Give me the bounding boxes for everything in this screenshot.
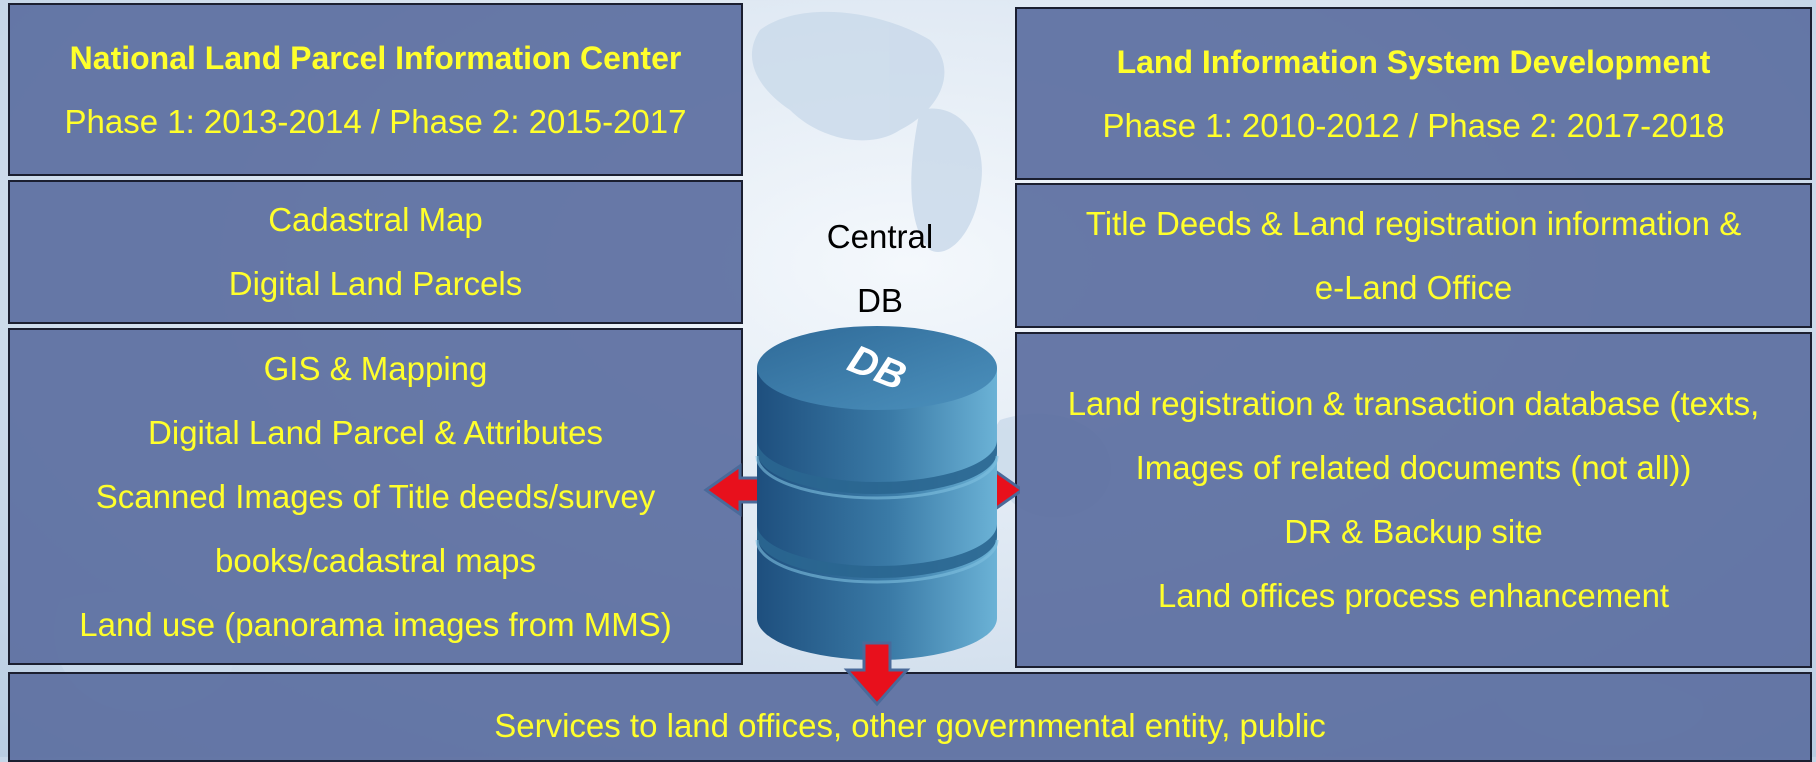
lis-data-box: Title Deeds & Land registration informat… — [1015, 183, 1812, 328]
nlpic-function-line: books/cadastral maps — [215, 541, 536, 579]
nlpic-function-line: Scanned Images of Title deeds/survey — [95, 477, 656, 515]
lis-data-line: e-Land Office — [1314, 268, 1513, 306]
lis-title: Land Information System Development — [1116, 43, 1711, 80]
database-icon: DB — [703, 326, 1020, 707]
lis-function-line: DR & Backup site — [1284, 513, 1543, 550]
nlpic-title: National Land Parcel Information Center — [69, 39, 682, 76]
left-arrow-icon — [703, 463, 762, 517]
nlpic-data-line: Cadastral Map — [268, 201, 483, 238]
nlpic-data-line: Digital Land Parcels — [228, 265, 523, 302]
lis-function-line: Images of related documents (not all)) — [1135, 449, 1692, 486]
down-arrow-icon — [843, 641, 911, 707]
lis-function-line: Land offices process enhancement — [1157, 577, 1670, 614]
lis-data-line: Title Deeds & Land registration informat… — [1085, 204, 1742, 242]
central-db-label: Central — [826, 218, 934, 255]
central-db-label-2: DB — [857, 282, 903, 319]
nlpic-function-line: GIS & Mapping — [263, 349, 488, 387]
nlpic-phases: Phase 1: 2013-2014 / Phase 2: 2015-2017 — [64, 102, 687, 140]
nlpic-header-box: National Land Parcel Information Center … — [8, 3, 743, 176]
nlpic-function-line: Digital Land Parcel & Attributes — [148, 413, 603, 451]
lis-phases: Phase 1: 2010-2012 / Phase 2: 2017-2018 — [1102, 106, 1725, 144]
nlpic-functions-box: GIS & Mapping Digital Land Parcel & Attr… — [8, 328, 743, 665]
lis-header-box: Land Information System Development Phas… — [1015, 7, 1812, 180]
services-box: Services to land offices, other governme… — [8, 672, 1812, 762]
nlpic-function-line: Land use (panorama images from MMS) — [79, 605, 672, 643]
lis-functions-box: Land registration & transaction database… — [1015, 332, 1812, 668]
lis-function-line: Land registration & transaction database… — [1067, 385, 1760, 422]
nlpic-data-box: Cadastral Map Digital Land Parcels — [8, 180, 743, 324]
services-text: Services to land offices, other governme… — [494, 707, 1326, 744]
